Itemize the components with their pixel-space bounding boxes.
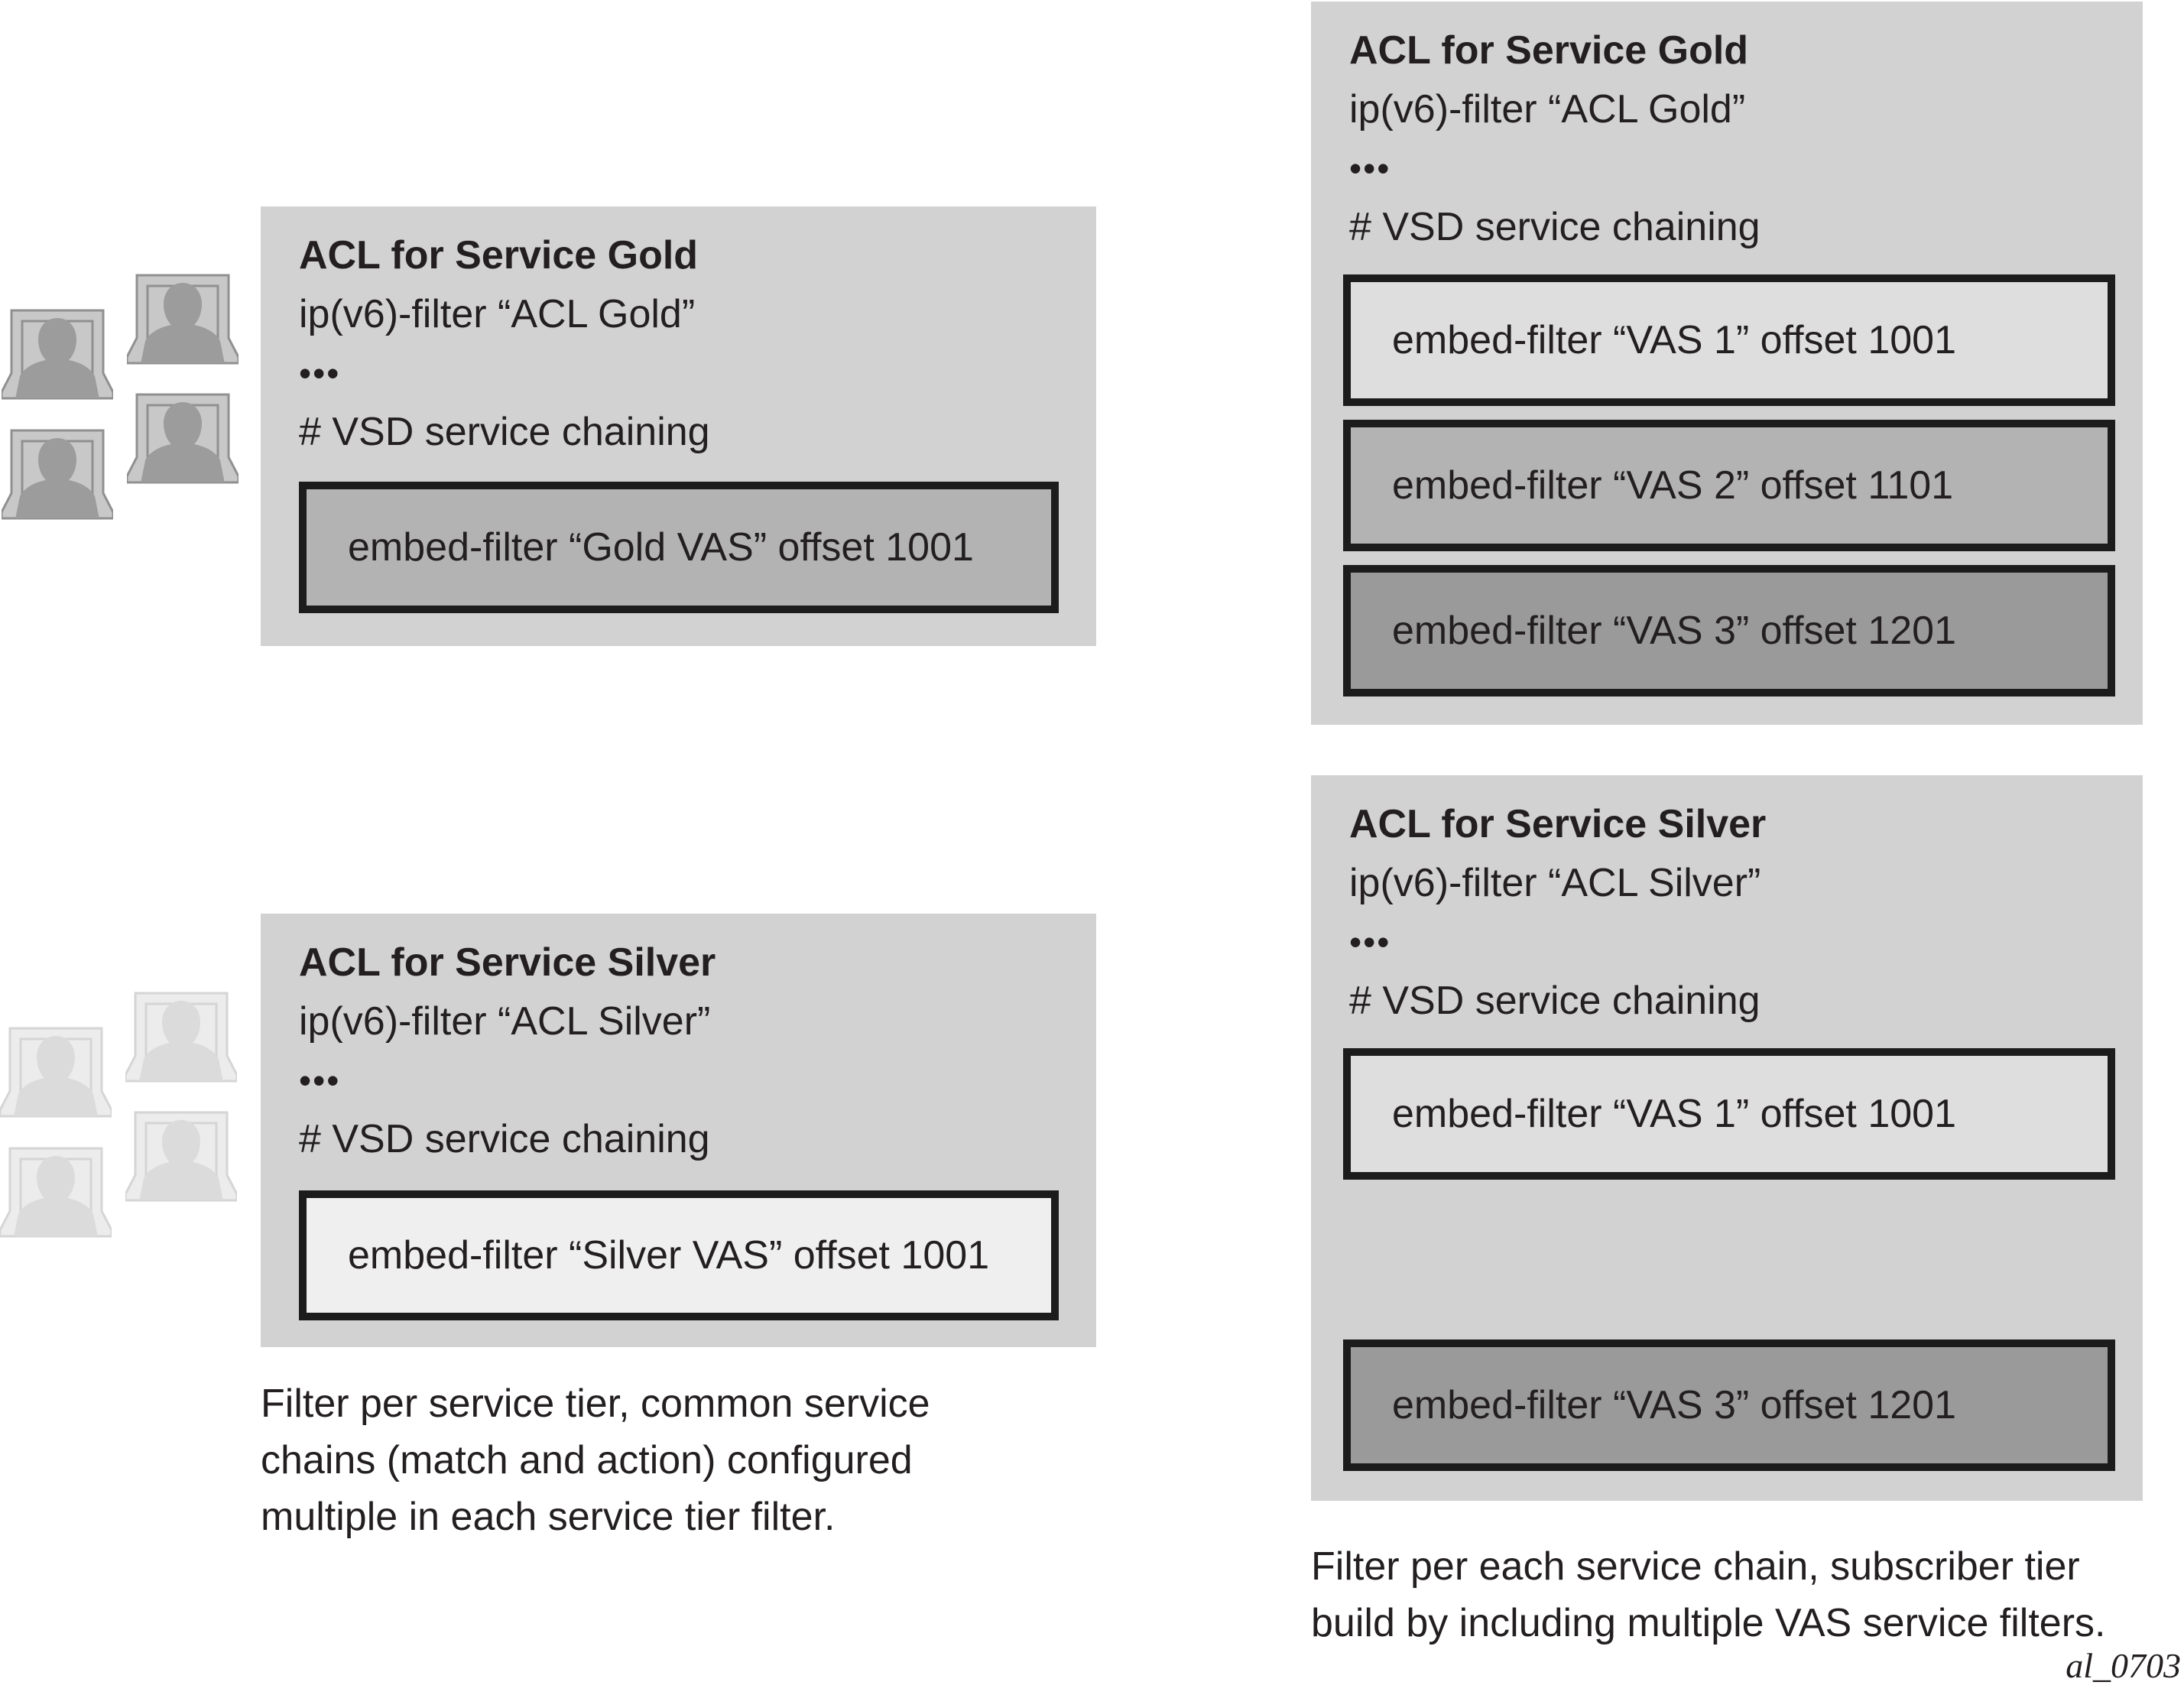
acl-silver-tier-panel: ACL for Service Silver ip(v6)-filter “AC… [261, 914, 1096, 1347]
vsd-comment-line: # VSD service chaining [1349, 979, 1761, 1023]
embed-filter-label: embed-filter “VAS 2” offset 1101 [1392, 463, 1954, 508]
panel-title: ACL for Service Gold [1349, 28, 1749, 73]
caption-line: build by including multiple VAS service … [1311, 1601, 2106, 1645]
panel-title: ACL for Service Gold [299, 233, 699, 278]
acl-gold-chains-panel: ACL for Service Gold ip(v6)-filter “ACL … [1311, 2, 2143, 725]
user-at-terminal-icon [2, 428, 113, 521]
caption-line: multiple in each service tier filter. [261, 1495, 836, 1539]
embed-filter-label: embed-filter “VAS 1” offset 1001 [1392, 318, 1957, 362]
ellipsis-line: ••• [299, 1060, 341, 1100]
ellipsis-line: ••• [1349, 922, 1391, 962]
ip-filter-line: ip(v6)-filter “ACL Silver” [299, 999, 711, 1044]
caption-line: Filter per service tier, common service [261, 1382, 930, 1426]
embed-filter-label: embed-filter “VAS 1” offset 1001 [1392, 1092, 1957, 1136]
embed-filter-vas2-box: embed-filter “VAS 2” offset 1101 [1343, 420, 2115, 551]
silver-subscribers-icon-group [0, 991, 240, 1242]
panel-config-text: ACL for Service Gold ip(v6)-filter “ACL … [1349, 21, 1761, 257]
ellipsis-line: ••• [299, 353, 341, 393]
user-at-terminal-icon [0, 1026, 112, 1119]
panel-config-text: ACL for Service Silver ip(v6)-filter “AC… [299, 934, 716, 1169]
embed-filter-label: embed-filter “VAS 3” offset 1201 [1392, 1383, 1957, 1427]
figure-id-label: al_0703 [2066, 1646, 2181, 1685]
user-at-terminal-icon [2, 308, 113, 401]
acl-silver-chains-panel: ACL for Service Silver ip(v6)-filter “AC… [1311, 775, 2143, 1501]
vsd-comment-line: # VSD service chaining [1349, 205, 1761, 249]
embed-filter-vas1-box: embed-filter “VAS 1” offset 1001 [1343, 274, 2115, 406]
user-at-terminal-icon [127, 392, 239, 485]
ip-filter-line: ip(v6)-filter “ACL Gold” [299, 292, 696, 336]
panel-title: ACL for Service Silver [1349, 802, 1767, 846]
panel-config-text: ACL for Service Silver ip(v6)-filter “AC… [1349, 795, 1766, 1031]
embed-filter-label: embed-filter “Gold VAS” offset 1001 [348, 525, 974, 570]
user-at-terminal-icon [0, 1146, 112, 1239]
embed-filter-vas1-box: embed-filter “VAS 1” offset 1001 [1343, 1048, 2115, 1180]
caption-service-chain-filtering: Filter per each service chain, subscribe… [1311, 1538, 2106, 1651]
embed-filter-vas3-box: embed-filter “VAS 3” offset 1201 [1343, 1339, 2115, 1471]
user-at-terminal-icon [125, 1110, 237, 1203]
vsd-comment-line: # VSD service chaining [299, 1117, 710, 1161]
user-at-terminal-icon [127, 273, 239, 365]
panel-title: ACL for Service Silver [299, 940, 716, 985]
vsd-comment-line: # VSD service chaining [299, 410, 710, 454]
gold-subscribers-icon-group [2, 273, 240, 521]
caption-service-tier-filtering: Filter per service tier, common service … [261, 1375, 930, 1545]
panel-config-text: ACL for Service Gold ip(v6)-filter “ACL … [299, 226, 710, 462]
user-at-terminal-icon [125, 991, 237, 1083]
embed-filter-label: embed-filter “Silver VAS” offset 1001 [348, 1233, 990, 1278]
caption-line: Filter per each service chain, subscribe… [1311, 1544, 2080, 1589]
caption-line: chains (match and action) configured [261, 1438, 913, 1482]
embed-filter-label: embed-filter “VAS 3” offset 1201 [1392, 609, 1957, 653]
embed-filter-gold-vas-box: embed-filter “Gold VAS” offset 1001 [299, 482, 1059, 613]
acl-gold-tier-panel: ACL for Service Gold ip(v6)-filter “ACL … [261, 206, 1096, 646]
ellipsis-line: ••• [1349, 148, 1391, 188]
ip-filter-line: ip(v6)-filter “ACL Gold” [1349, 87, 1746, 132]
ip-filter-line: ip(v6)-filter “ACL Silver” [1349, 861, 1761, 905]
embed-filter-vas3-box: embed-filter “VAS 3” offset 1201 [1343, 565, 2115, 697]
embed-filter-silver-vas-box: embed-filter “Silver VAS” offset 1001 [299, 1190, 1059, 1320]
